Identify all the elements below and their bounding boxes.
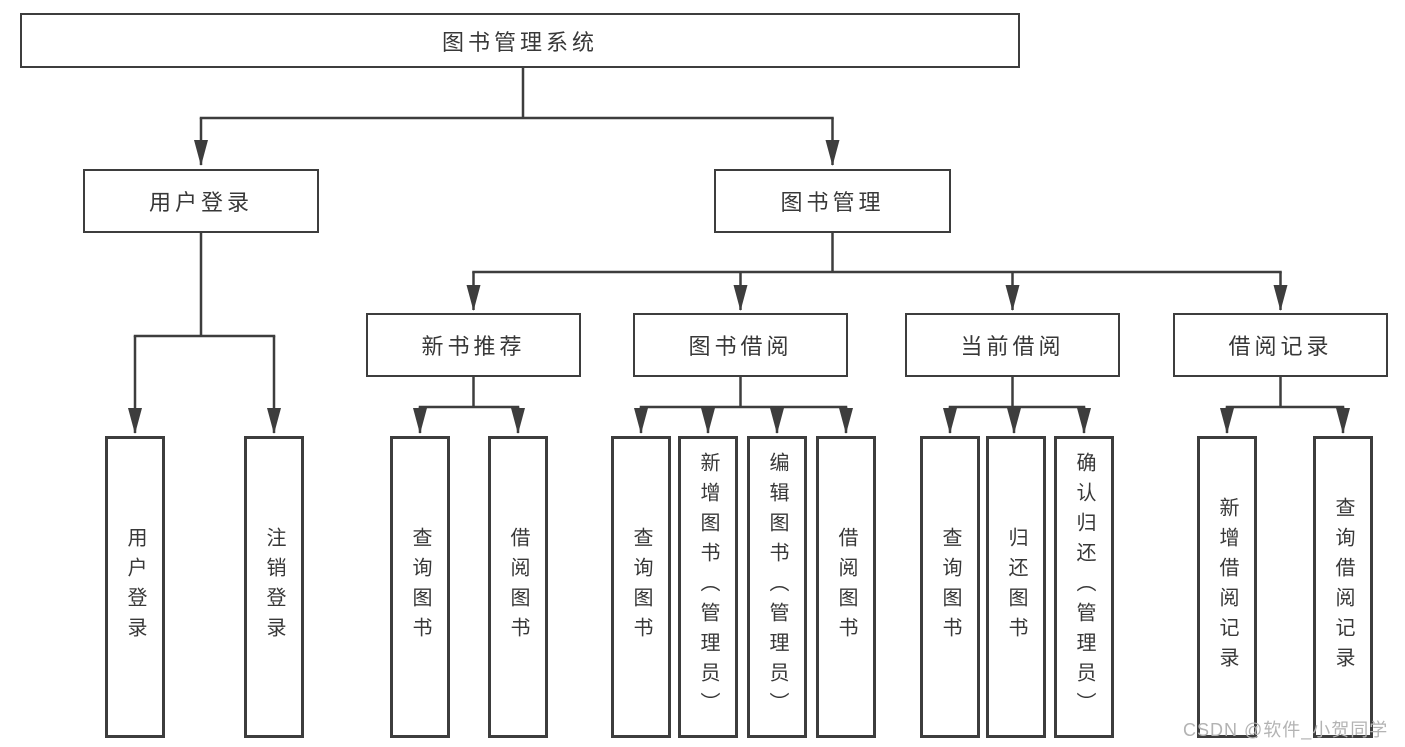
leaf-query-books-recommend-label: 查询图书 bbox=[409, 527, 431, 647]
node-new-book-recommendation: 新书推荐 bbox=[366, 313, 581, 377]
leaf-confirm-return-admin-label: 确认归还（管理员） bbox=[1073, 452, 1095, 722]
leaf-query-borrow-record: 查询借阅记录 bbox=[1313, 436, 1373, 738]
leaf-add-book-admin: 新增图书（管理员） bbox=[678, 436, 738, 738]
leaf-borrow-books-recommend-label: 借阅图书 bbox=[507, 527, 529, 647]
leaf-return-books-label: 归还图书 bbox=[1005, 527, 1027, 647]
node-book-borrowing: 图书借阅 bbox=[633, 313, 848, 377]
node-current-borrowing: 当前借阅 bbox=[905, 313, 1120, 377]
leaf-edit-book-admin-label: 编辑图书（管理员） bbox=[766, 452, 788, 722]
node-root: 图书管理系统 bbox=[20, 13, 1020, 68]
leaf-add-borrow-record: 新增借阅记录 bbox=[1197, 436, 1257, 738]
leaf-return-books: 归还图书 bbox=[986, 436, 1046, 738]
leaf-query-books-borrowing: 查询图书 bbox=[611, 436, 671, 738]
node-book-management: 图书管理 bbox=[714, 169, 951, 233]
leaf-borrow-books-recommend: 借阅图书 bbox=[488, 436, 548, 738]
leaf-edit-book-admin: 编辑图书（管理员） bbox=[747, 436, 807, 738]
leaf-query-books-current: 查询图书 bbox=[920, 436, 980, 738]
leaf-query-books-borrowing-label: 查询图书 bbox=[630, 527, 652, 647]
watermark: CSDN @软件_小贺同学 bbox=[1183, 720, 1389, 740]
node-user-login: 用户登录 bbox=[83, 169, 319, 233]
leaf-user-login: 用户登录 bbox=[105, 436, 165, 738]
leaf-confirm-return-admin: 确认归还（管理员） bbox=[1054, 436, 1114, 738]
leaf-logout-label: 注销登录 bbox=[263, 527, 285, 647]
leaf-add-book-admin-label: 新增图书（管理员） bbox=[697, 452, 719, 722]
leaf-query-books-current-label: 查询图书 bbox=[939, 527, 961, 647]
leaf-borrow-books-borrowing: 借阅图书 bbox=[816, 436, 876, 738]
leaf-borrow-books-borrowing-label: 借阅图书 bbox=[835, 527, 857, 647]
leaf-user-login-label: 用户登录 bbox=[124, 527, 146, 647]
leaf-query-borrow-record-label: 查询借阅记录 bbox=[1332, 497, 1354, 677]
leaf-logout: 注销登录 bbox=[244, 436, 304, 738]
leaf-add-borrow-record-label: 新增借阅记录 bbox=[1216, 497, 1238, 677]
node-borrowing-records: 借阅记录 bbox=[1173, 313, 1388, 377]
leaf-query-books-recommend: 查询图书 bbox=[390, 436, 450, 738]
